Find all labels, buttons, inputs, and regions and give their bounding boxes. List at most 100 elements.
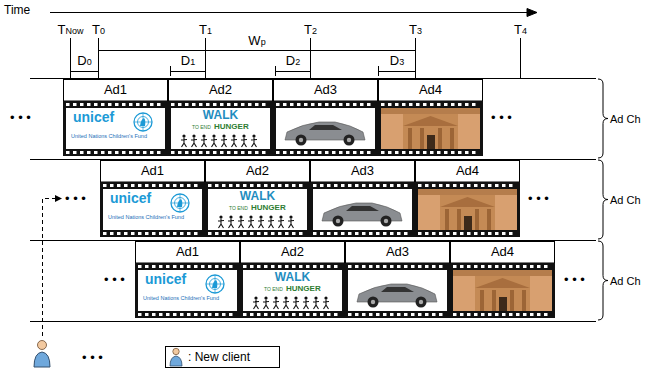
ad-logo-text: HUNGER xyxy=(214,123,249,131)
sprocket-hole xyxy=(178,151,182,154)
sprocket-hole xyxy=(458,151,462,154)
ellipsis: • • • xyxy=(104,273,125,286)
sprocket-hole xyxy=(166,184,170,187)
walker-figure xyxy=(182,134,185,137)
sprocket-hole xyxy=(297,103,301,106)
sprocket-hole xyxy=(117,232,121,235)
sprocket-hole xyxy=(311,103,315,106)
sprocket-hole xyxy=(304,103,308,106)
film-frame xyxy=(273,101,378,156)
ad-name: Ad4 xyxy=(450,241,555,263)
walker-figure xyxy=(324,296,327,299)
ad-name-cell xyxy=(101,161,205,183)
sprocket-hole xyxy=(348,265,352,268)
sprocket-hole xyxy=(402,151,406,154)
sprocket-hole xyxy=(171,151,175,154)
ad-slot: Ad4 xyxy=(415,160,520,237)
sprocket-hole xyxy=(222,265,226,268)
facade xyxy=(403,114,458,149)
walker-figure xyxy=(313,300,319,310)
sprocket-hole xyxy=(136,151,140,154)
sprocket-hole xyxy=(397,265,401,268)
walker-figure xyxy=(303,300,309,310)
sprocket-hole xyxy=(187,313,191,316)
sprocket-hole xyxy=(159,232,163,235)
film-frame xyxy=(168,101,273,156)
sprocket-hole xyxy=(264,265,268,268)
sprocket-hole xyxy=(271,232,275,235)
walker-figure xyxy=(293,300,299,310)
time-mark: T4 xyxy=(514,23,527,36)
sprocket-hole xyxy=(236,184,240,187)
sprocket-hole xyxy=(418,313,422,316)
walker-figure xyxy=(269,215,272,218)
sprocket-hole xyxy=(474,232,478,235)
sprocket-hole xyxy=(110,232,114,235)
sprocket-hole xyxy=(495,184,499,187)
walker-figure xyxy=(211,138,217,148)
picture-ground xyxy=(381,108,480,149)
sprocket-hole xyxy=(152,265,156,268)
sprocket-hole xyxy=(355,232,359,235)
sprocket-hole xyxy=(283,103,287,106)
sprocket-hole xyxy=(243,184,247,187)
ad-logo-text: unicef xyxy=(110,191,151,205)
sprocket-hole xyxy=(509,313,513,316)
sprocket-hole xyxy=(423,103,427,106)
sprocket-hole xyxy=(117,184,121,187)
column xyxy=(408,128,412,149)
sprocket-hole xyxy=(395,151,399,154)
film-frame xyxy=(63,101,168,156)
sprocket-hole xyxy=(523,265,527,268)
walker-figure xyxy=(229,215,232,218)
sprocket-hole xyxy=(430,103,434,106)
sprocket-hole xyxy=(122,103,126,106)
car-window xyxy=(309,125,342,130)
sprocket-hole xyxy=(320,184,324,187)
ad-name: Ad1 xyxy=(100,160,205,182)
time-mark: T1 xyxy=(199,23,212,36)
walker-figure xyxy=(181,138,187,148)
sprocket-hole xyxy=(297,151,301,154)
sprocket-hole xyxy=(360,151,364,154)
sprocket-hole xyxy=(220,151,224,154)
sprocket-hole xyxy=(318,103,322,106)
sprocket-hole xyxy=(215,184,219,187)
time-mark: T0 xyxy=(92,23,105,36)
sprocket-hole xyxy=(397,184,401,187)
interval-label: D0 xyxy=(77,54,91,67)
sprocket-hole xyxy=(257,184,261,187)
car-wheel xyxy=(416,297,427,308)
sprocket-hole xyxy=(460,184,464,187)
walker-figure xyxy=(212,134,215,137)
sprocket-hole xyxy=(157,103,161,106)
sprocket-hole xyxy=(187,232,191,235)
sprocket-hole xyxy=(215,313,219,316)
sprocket-hole xyxy=(320,313,324,316)
sprocket-hole xyxy=(299,184,303,187)
sprocket-hole xyxy=(530,313,534,316)
sprocket-hole xyxy=(404,265,408,268)
picture-ground xyxy=(138,270,237,311)
car-wheel xyxy=(336,219,340,223)
walker-figure xyxy=(219,215,222,218)
walker-figure xyxy=(218,219,224,229)
ad-name: Ad4 xyxy=(415,160,520,182)
sprocket-hole xyxy=(290,151,294,154)
sprocket-hole xyxy=(467,313,471,316)
ad-logo-text: unicef xyxy=(73,110,114,124)
client-head xyxy=(173,348,179,354)
sprocket-hole xyxy=(122,151,126,154)
channel-label: Ad Ch xyxy=(610,195,641,206)
sprocket-hole xyxy=(264,313,268,316)
sprocket-hole xyxy=(502,184,506,187)
sprocket-hole xyxy=(467,232,471,235)
sprocket-hole xyxy=(481,313,485,316)
sprocket-hole xyxy=(220,103,224,106)
sprocket-hole xyxy=(460,232,464,235)
car-wheel xyxy=(419,300,423,304)
sprocket-hole xyxy=(425,313,429,316)
sprocket-hole xyxy=(145,184,149,187)
sprocket-hole xyxy=(404,184,408,187)
ad-name: Ad1 xyxy=(135,241,240,263)
